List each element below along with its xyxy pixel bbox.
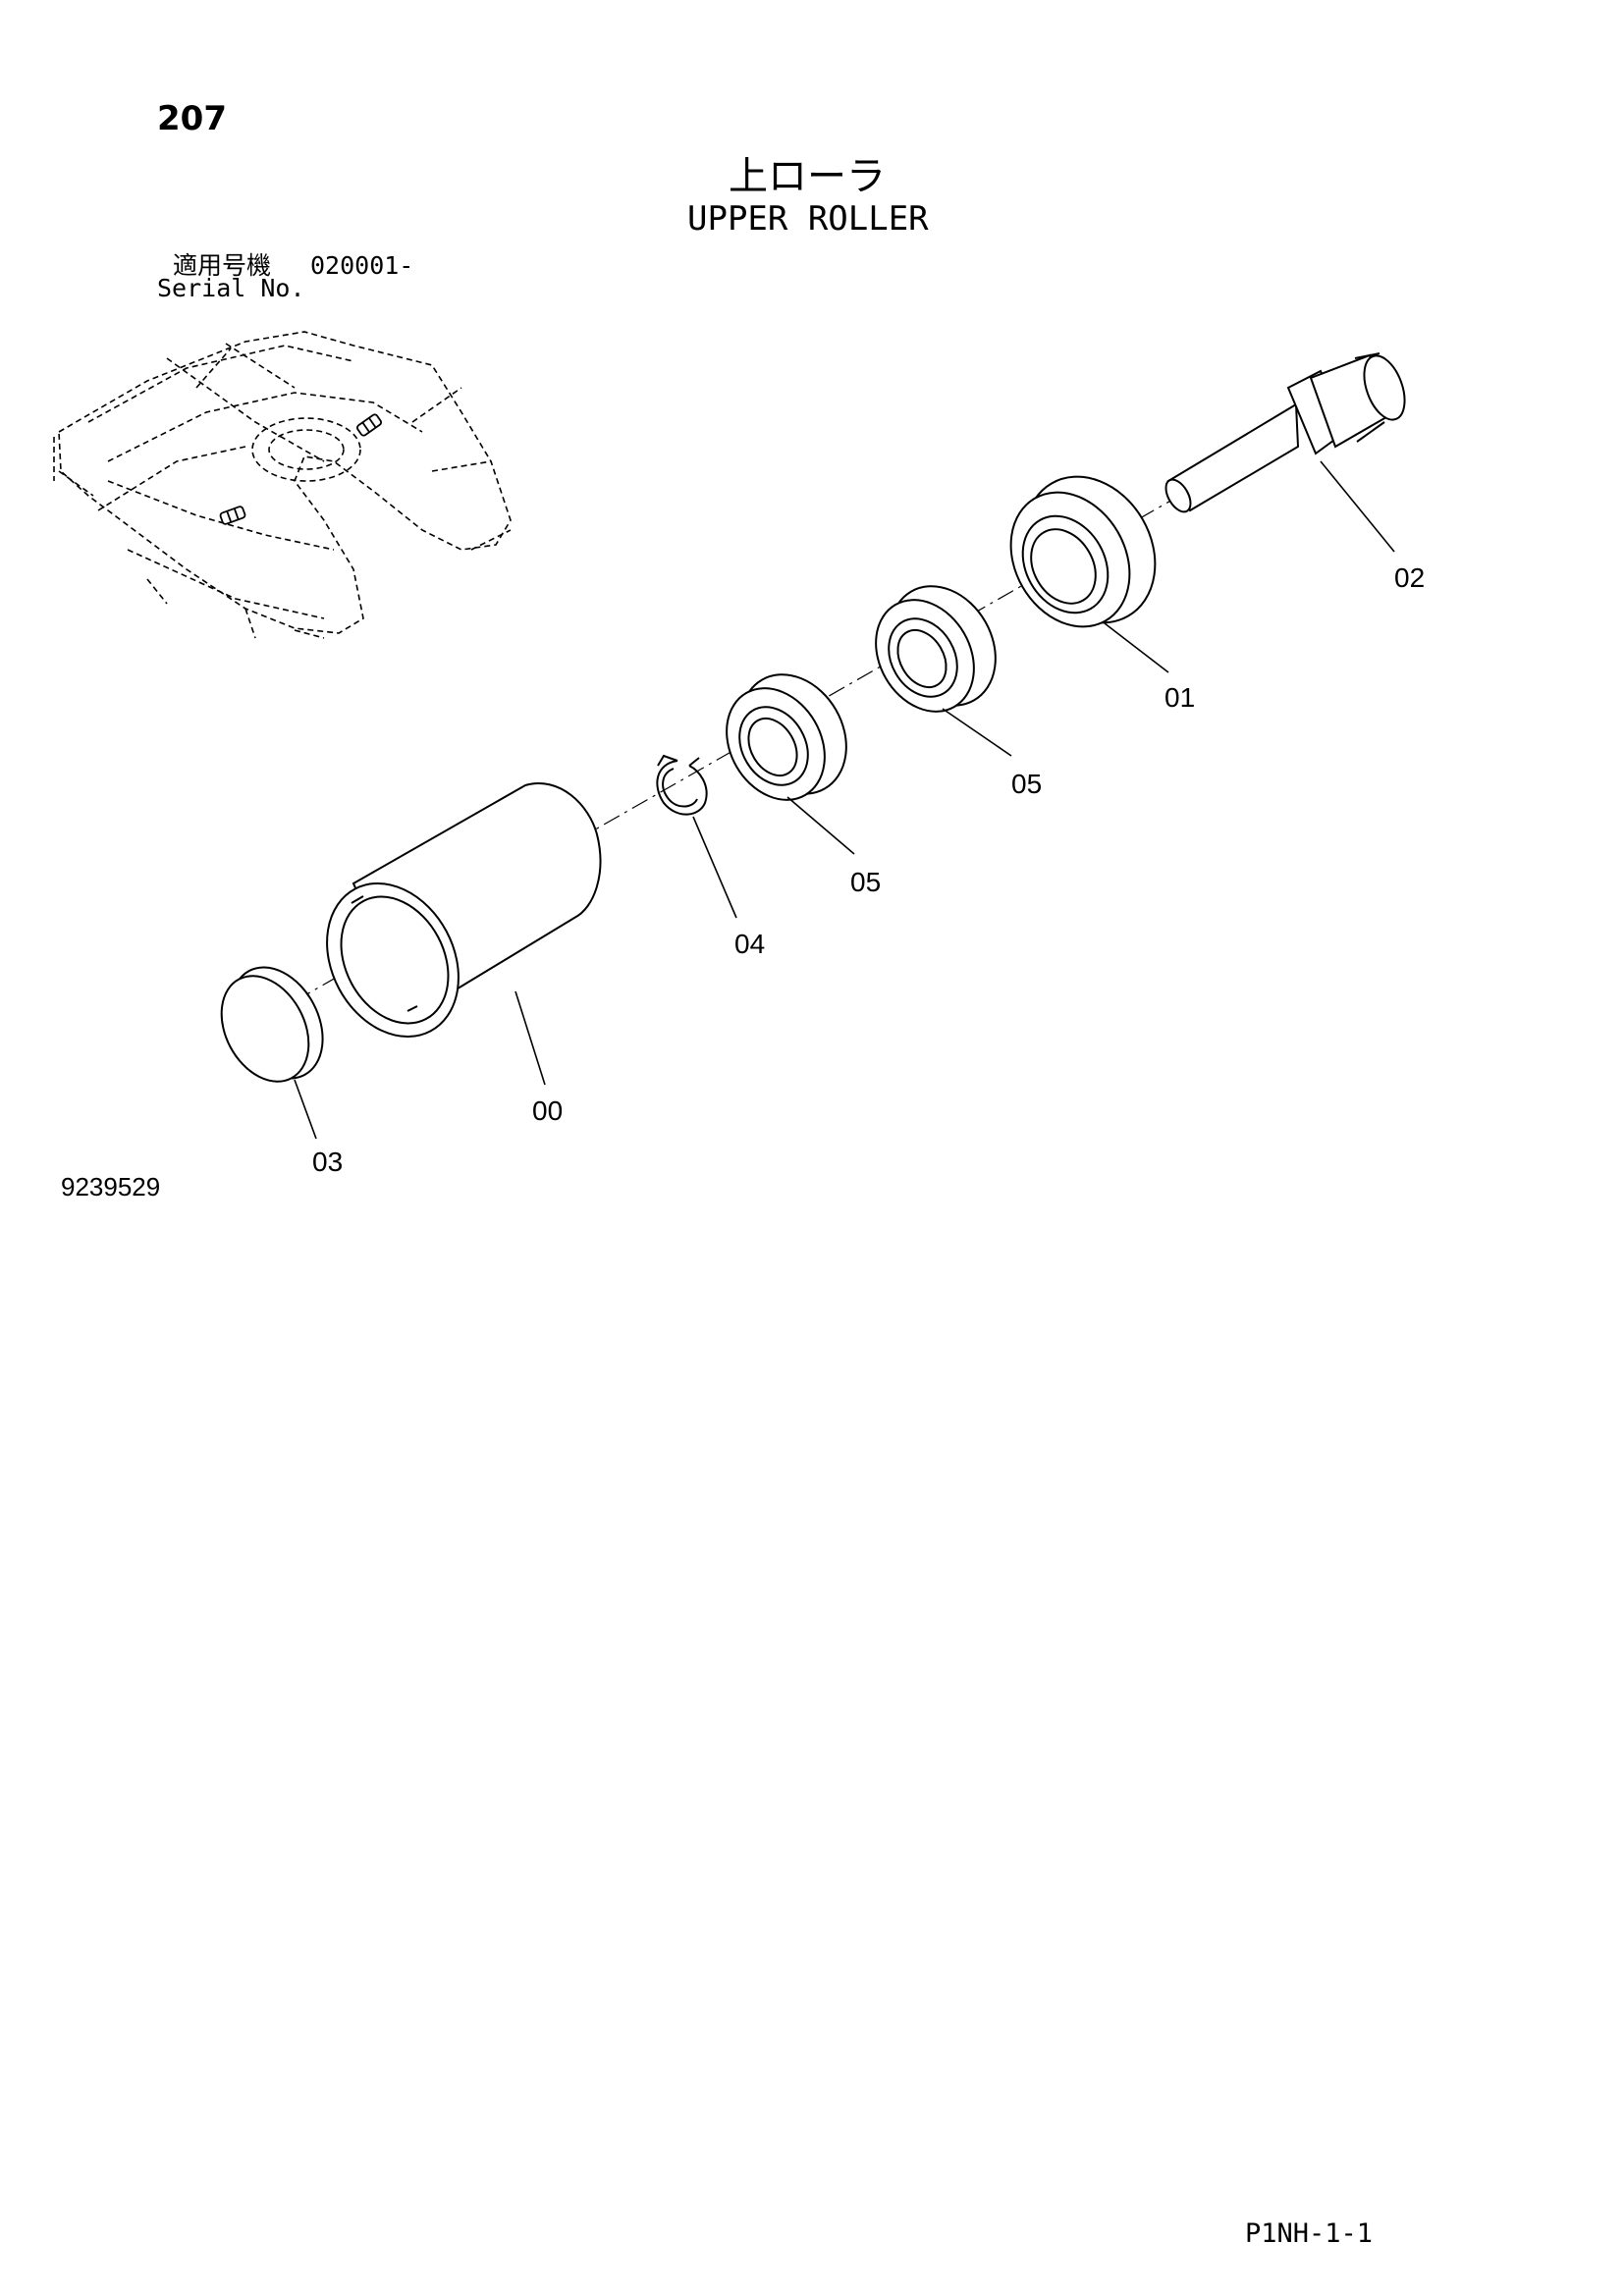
page-code: P1NH-1-1 [1245,2218,1374,2249]
drawing-number: 9239529 [61,1172,161,1201]
callout-02: 02 [1394,562,1426,593]
title-english: UPPER ROLLER [687,199,929,239]
page-number: 207 [157,99,227,138]
callout-00: 00 [532,1095,564,1126]
part-01-collar [1009,475,1157,628]
part-00-roller-body [326,782,602,1039]
callout-05-right: 05 [1011,769,1043,799]
serial-label-japanese: 適用号機 [173,251,272,280]
callout-03: 03 [312,1147,344,1177]
undercarriage-locator-sketch [53,331,512,639]
title-japanese: 上ローラ [729,154,886,199]
serial-label-english: Serial No. [157,274,305,302]
part-02-shaft [1164,352,1406,513]
roller-location-markers [219,413,382,525]
callout-05-left: 05 [850,867,882,897]
part-03-cover [220,966,324,1083]
part-05-bearing-left [726,673,847,801]
part-04-snap-ring [656,754,708,816]
callout-04: 04 [734,929,766,959]
callout-01: 01 [1164,682,1196,713]
part-05-bearing-right [875,585,997,713]
leader-lines [294,460,1395,1140]
serial-value: 020001- [310,251,414,280]
